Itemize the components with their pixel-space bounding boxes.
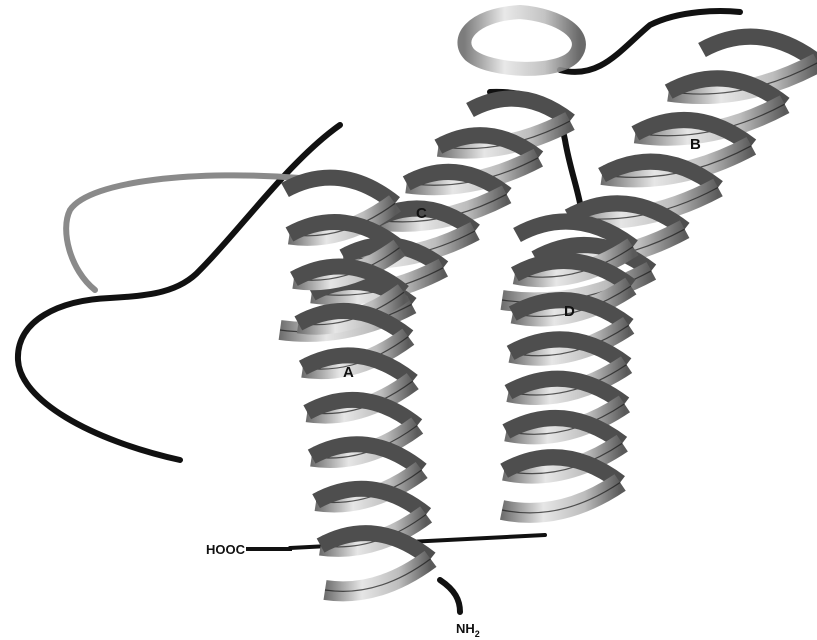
helix-b-coil-back (564, 195, 690, 236)
loop-a-gray (63, 172, 303, 293)
n-terminus-subscript: 2 (475, 629, 480, 639)
helix-c-coil-back (466, 90, 575, 128)
helix-label-c: C (416, 205, 427, 222)
helix-b-coil-back (531, 237, 657, 278)
loop-b-top (557, 8, 743, 75)
helix-label-b: B (690, 136, 701, 153)
helix-a-coil-back (294, 302, 414, 344)
loop-n-terminal (437, 577, 463, 615)
helix-b-coil-back (631, 112, 757, 153)
helix-label-d: D (564, 303, 575, 320)
helix-a-coil-back (298, 347, 418, 388)
helix-d-coil-back (506, 331, 632, 372)
helix-d-coil-back (500, 449, 625, 489)
helix-b-coil-back (698, 28, 817, 69)
n-terminus-label: NH2 (456, 621, 480, 639)
helix-b-coil-back (598, 153, 723, 194)
helix-label-a: A (343, 364, 354, 381)
loop-a-c (14, 122, 343, 463)
helix-b-top-loop (457, 4, 586, 76)
helix-d (499, 213, 639, 523)
helix-d-coil-back (511, 252, 636, 293)
helix-a-coil-edge (324, 558, 431, 592)
helix-c-coil-back (402, 163, 512, 201)
n-terminus-base: NH (456, 621, 475, 636)
helix-d-coil-front (499, 474, 626, 523)
helix-a-coil-back (285, 214, 405, 255)
helix-d-coil-back (508, 292, 634, 332)
helix-a-coil-back (290, 258, 409, 299)
helix-a-coil-back (316, 525, 436, 566)
helix-a-coil-back (312, 480, 432, 521)
helix-a-coil-back (307, 436, 427, 477)
c-terminus-label: HOOC (206, 542, 246, 557)
helix-a-coil-back (281, 169, 400, 210)
helix-b-coil-back (664, 70, 790, 111)
helix-d-coil-edge (501, 482, 621, 514)
helix-d-coil-back (502, 409, 628, 450)
helix-d-coil-back (504, 370, 630, 411)
helix-c-coil-back (434, 127, 544, 165)
helix-a-coil-back (303, 391, 423, 432)
helix-a (281, 169, 437, 602)
helix-d-coil-back (513, 213, 638, 254)
